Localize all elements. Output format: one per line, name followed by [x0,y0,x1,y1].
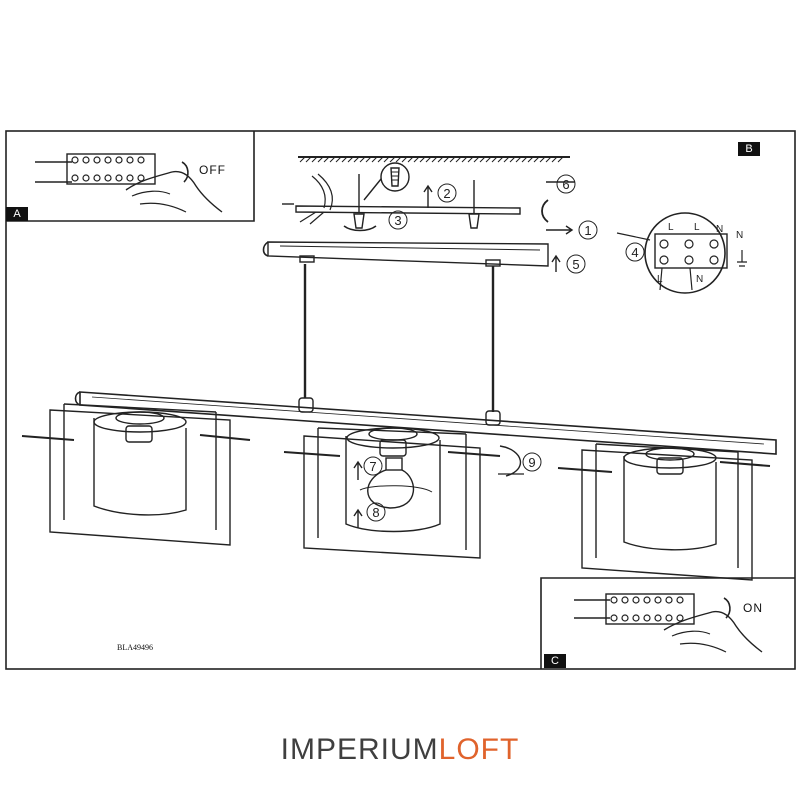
step-8-label: 8 [372,505,379,520]
arrow-icon [423,184,433,208]
terminal-block [66,153,156,185]
mounting-bracket [282,173,521,225]
rotate-arrow-icon [499,445,522,477]
rotate-arrow-icon [343,225,377,232]
panel-c [540,577,795,669]
step-1-label: 1 [584,223,591,238]
rotate-arrow-icon [181,161,189,183]
model-code: BLA49496 [117,643,153,652]
terminal-block [605,593,695,625]
ground-icon [737,250,747,267]
step-5: 5 [566,254,586,274]
brand-part-2: LOFT [438,733,520,766]
arrow-icon [551,254,561,272]
screw-detail-icon [363,162,410,201]
arrow-icon [353,508,363,528]
hand-icon [663,610,763,653]
wire-label: N [736,230,743,241]
brand-part-1: IMPERIUM [280,733,439,766]
step-7-label: 7 [369,459,376,474]
step-9: 9 [522,452,542,472]
step-6-label: 6 [562,177,569,192]
arrow-icon [353,460,363,480]
panel-a [6,131,255,222]
switch-off-label: OFF [199,163,226,177]
lamp-shade [557,443,771,581]
rotate-arrow-icon [723,597,731,619]
step-3: 3 [388,210,408,230]
switch-on-label: ON [743,601,763,615]
screw-plug [353,174,480,229]
step-4-label: 4 [631,245,638,260]
step-9-label: 9 [528,455,535,470]
wire-label: N [716,224,723,235]
terminal-block [654,233,728,269]
wire-label: L [657,274,663,285]
step-7: 7 [363,456,383,476]
brand-watermark: IMPERIUMLOFT [0,733,800,767]
lamp-shade [21,403,251,546]
rotate-arrow-icon [541,199,549,223]
step-2: 2 [437,183,457,203]
canopy [262,241,549,267]
panel-b-label: B [738,142,760,156]
wire-label: L [668,222,674,233]
step-2-label: 2 [443,186,450,201]
bulb-icon [359,457,433,509]
wire-label: N [696,274,703,285]
step-5-label: 5 [572,257,579,272]
step-3-label: 3 [394,213,401,228]
sheet-border [5,130,796,670]
wire-label: L [694,222,700,233]
step-1: 1 [578,220,598,240]
panel-a-label: A [6,207,28,221]
hand-icon [125,170,223,213]
step-4: 4 [625,242,645,262]
suspension-rods [298,264,501,426]
panel-c-label: C [544,654,566,668]
step-6: 6 [556,174,576,194]
lamp-shade [283,427,524,559]
step-8: 8 [366,502,386,522]
ceiling-hatch [299,156,564,163]
step-labels: 1 2 3 4 5 6 7 8 9 [363,174,645,522]
arrow-icon [546,225,574,235]
wiring-detail: L L N N L N [616,212,747,294]
